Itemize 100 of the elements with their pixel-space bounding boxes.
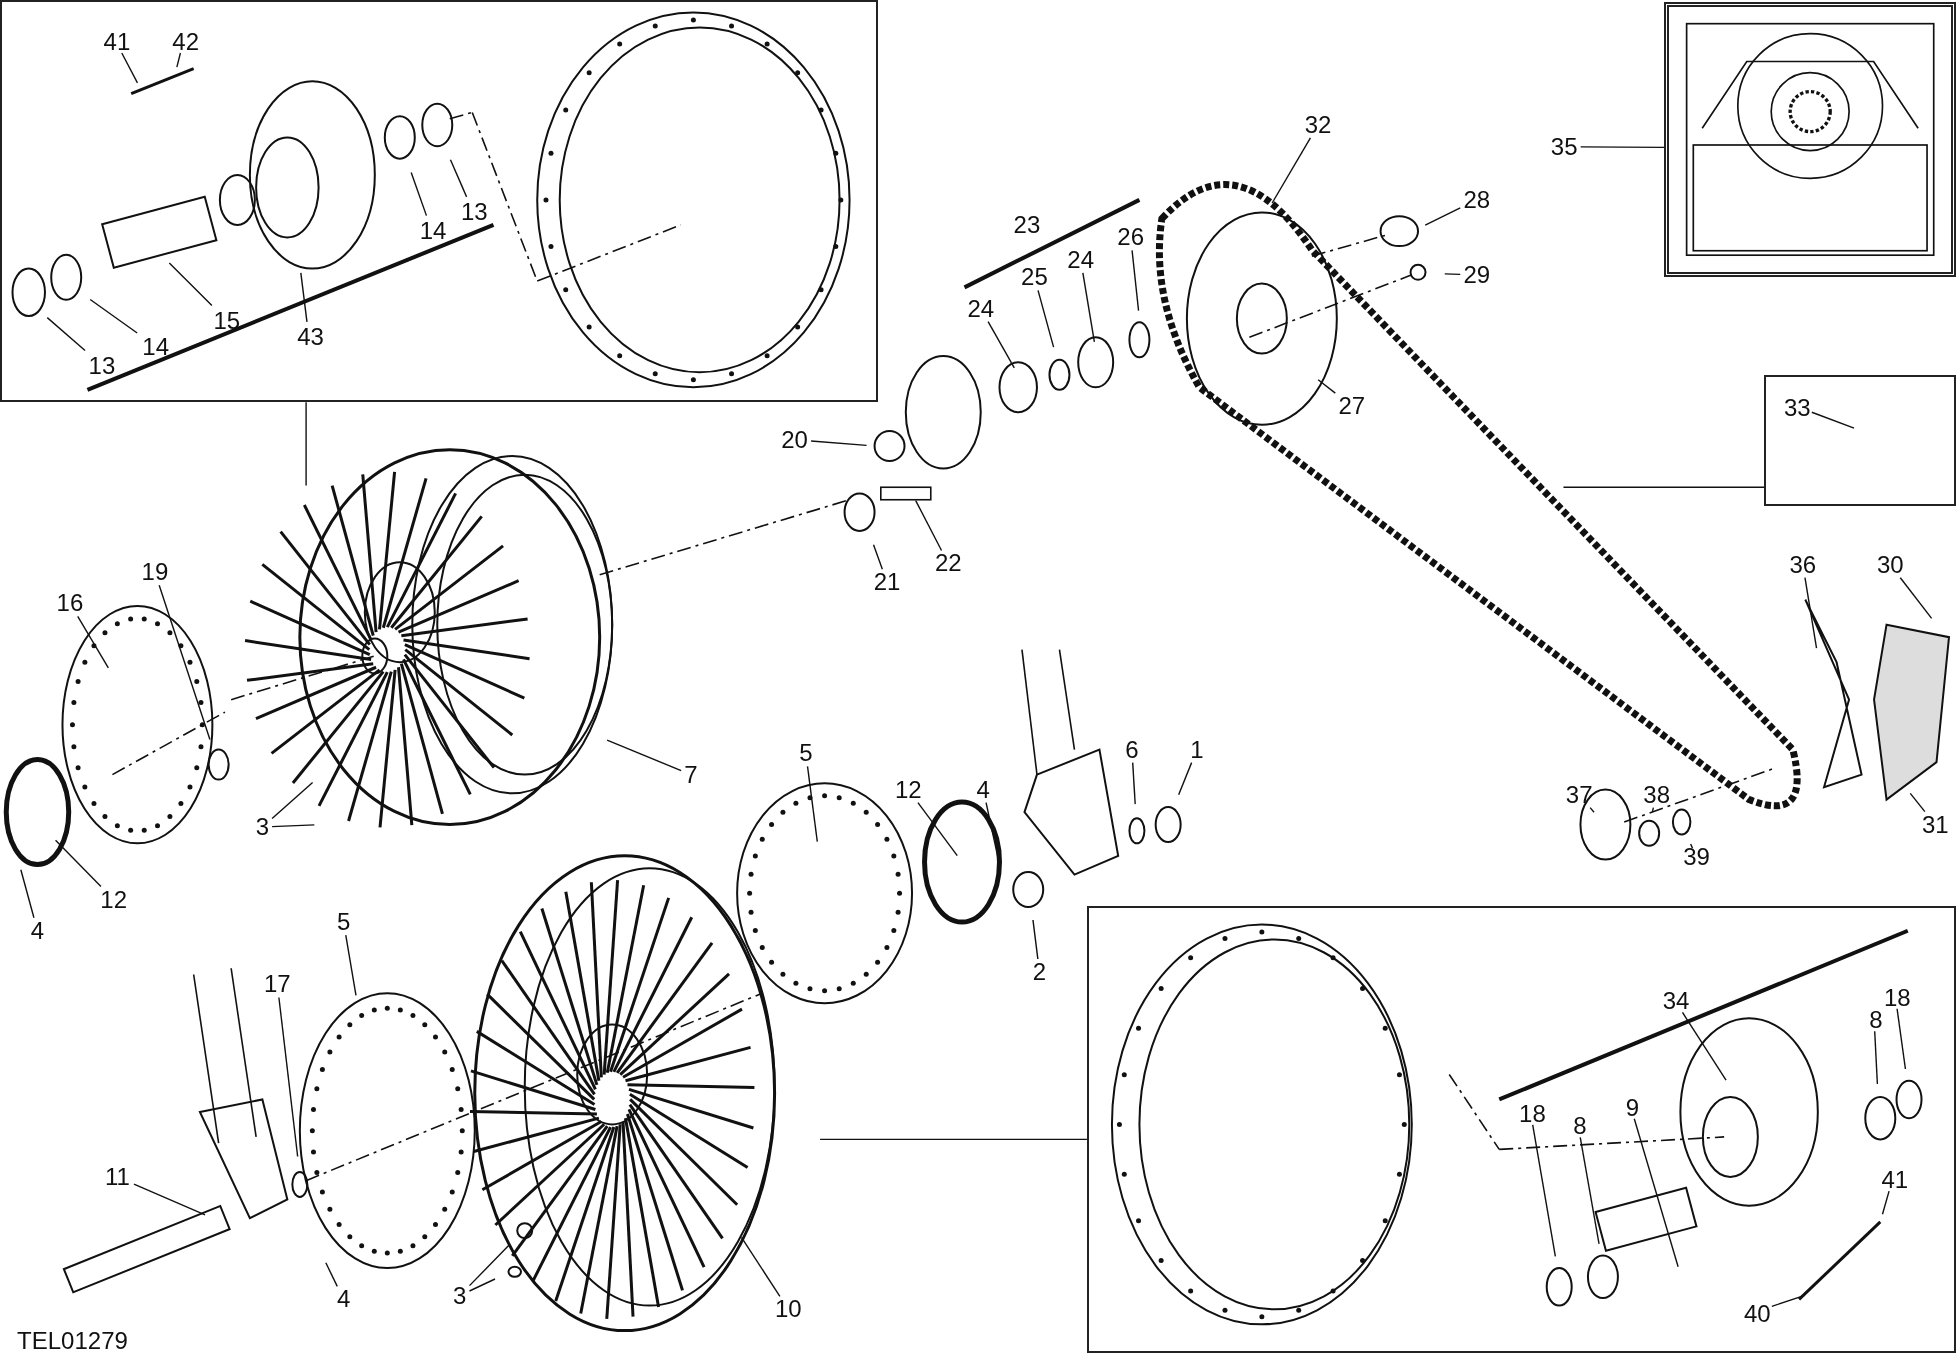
- callout-number: 6: [1125, 736, 1139, 763]
- leader-line: [1580, 146, 1665, 149]
- leader-line: [915, 499, 943, 552]
- callout-number: 5: [799, 740, 813, 767]
- callout-number: 37: [1565, 781, 1593, 808]
- callout-number: 4: [30, 917, 45, 944]
- callout-number: 4: [976, 776, 990, 803]
- callout-number: 42: [172, 28, 199, 55]
- leader-line: [410, 171, 428, 217]
- callout-number: 3: [453, 1282, 467, 1309]
- callout-number: 19: [141, 559, 169, 586]
- leader-line: [176, 52, 182, 68]
- callout-number: 23: [1013, 211, 1041, 238]
- callout-number: 30: [1876, 551, 1904, 578]
- callout-number: 41: [1881, 1167, 1909, 1194]
- leader-line: [1689, 843, 1694, 849]
- callout-number: 8: [1573, 1113, 1587, 1140]
- callout-number: 43: [297, 323, 324, 350]
- leader-line: [54, 839, 102, 888]
- callout-number: 31: [1921, 811, 1949, 838]
- leader-line: [1317, 379, 1336, 394]
- leader-line: [300, 272, 308, 323]
- leader-line: [278, 996, 299, 1158]
- callout-number: 4: [336, 1286, 351, 1313]
- callout-number: 3: [255, 814, 270, 841]
- callout-number: 20: [781, 426, 808, 453]
- leader-line: [872, 544, 884, 570]
- callout-number: 26: [1117, 224, 1144, 251]
- leader-line: [810, 440, 868, 447]
- leader-line: [917, 801, 958, 857]
- leader-line: [740, 1236, 781, 1298]
- callout-number: 16: [56, 590, 84, 617]
- callout-number: 27: [1338, 393, 1366, 420]
- callout-number: 32: [1304, 111, 1332, 138]
- callout-number: 12: [894, 776, 922, 803]
- leader-line: [1177, 761, 1193, 796]
- drawing-code: TEL01279: [17, 1327, 128, 1354]
- leader-line: [1532, 1124, 1557, 1258]
- callout-number: 41: [103, 28, 131, 55]
- leader-line: [133, 1183, 206, 1216]
- callout-number: 18: [1883, 984, 1911, 1011]
- leader-line: [1899, 577, 1933, 620]
- leader-line: [271, 824, 316, 828]
- callout-number: 13: [88, 352, 116, 379]
- leader-line: [1037, 289, 1055, 348]
- callout-number: 22: [934, 550, 962, 577]
- leader-line: [1562, 486, 1765, 488]
- callout-number: 34: [1662, 988, 1690, 1015]
- leader-line: [1804, 577, 1818, 649]
- leader-line: [1681, 1011, 1727, 1081]
- callout-number: 14: [142, 333, 169, 360]
- callout-number: 33: [1783, 395, 1811, 421]
- callout-number: 38: [1643, 781, 1670, 808]
- leader-line: [1082, 272, 1096, 343]
- leader-line: [1874, 1030, 1879, 1085]
- leader-line: [1881, 1190, 1890, 1215]
- leader-line: [606, 739, 682, 772]
- leader-line: [1271, 137, 1312, 204]
- callout-number: 11: [105, 1163, 130, 1190]
- leader-line: [1633, 1118, 1679, 1268]
- callout-number: 5: [336, 909, 351, 935]
- leader-line: [89, 298, 138, 334]
- leader-line: [1589, 806, 1595, 813]
- leader-line: [345, 934, 357, 997]
- callout-number: 39: [1683, 844, 1710, 871]
- leader-line: [1424, 207, 1461, 226]
- leader-line: [1444, 273, 1461, 276]
- callout-number: 14: [419, 217, 447, 244]
- leader-line: [158, 584, 211, 741]
- leader-line: [819, 1138, 1088, 1141]
- inset-frame: [1086, 905, 1957, 1354]
- leader-line: [1771, 1294, 1805, 1308]
- leader-line: [468, 1278, 496, 1292]
- callout-number: 24: [967, 295, 995, 322]
- callout-number: 28: [1463, 186, 1491, 213]
- leader-line: [1909, 792, 1926, 813]
- leader-line: [468, 1244, 510, 1287]
- callout-number: 12: [100, 886, 128, 913]
- callout-number: 7: [684, 761, 698, 788]
- leader-line: [46, 316, 86, 352]
- callout-number: 29: [1463, 261, 1491, 288]
- leader-line: [1896, 1008, 1907, 1070]
- callout-number: 24: [1067, 246, 1095, 273]
- inset-frame: [1664, 2, 1957, 278]
- leader-line: [1579, 1136, 1600, 1245]
- leader-line: [987, 320, 1015, 369]
- inset-frame: [1764, 374, 1957, 506]
- callout-number: 2: [1032, 959, 1047, 985]
- leader-line: [1651, 806, 1655, 813]
- callout-number: 18: [1519, 1100, 1546, 1127]
- callout-number: 25: [1021, 264, 1048, 291]
- leader-line: [305, 401, 307, 487]
- callout-number: 1: [1190, 736, 1204, 763]
- callout-number: 8: [1869, 1007, 1883, 1034]
- leader-line: [20, 869, 35, 919]
- leader-line: [1131, 249, 1140, 312]
- callout-number: 21: [873, 569, 901, 596]
- callout-number: 17: [264, 971, 291, 998]
- leader-line: [1032, 919, 1039, 960]
- leader-line: [168, 262, 213, 307]
